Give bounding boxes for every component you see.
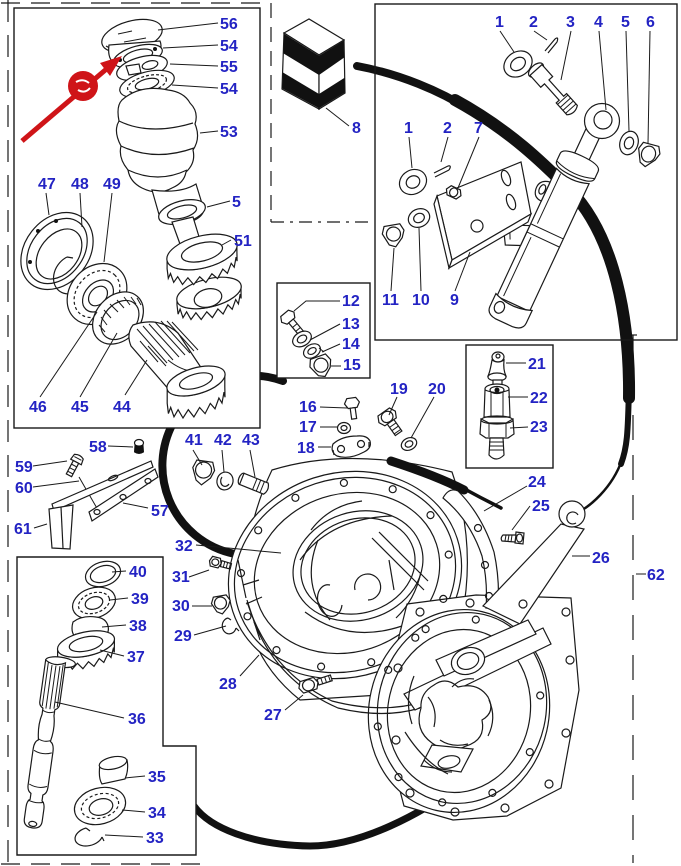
svg-text:1: 1 [495, 14, 504, 31]
svg-text:4: 4 [594, 14, 603, 31]
svg-text:29: 29 [174, 628, 192, 645]
svg-text:7: 7 [474, 120, 483, 137]
svg-text:28: 28 [219, 676, 237, 693]
svg-text:3: 3 [566, 14, 575, 31]
svg-text:41: 41 [185, 432, 203, 449]
svg-text:11: 11 [382, 292, 399, 309]
svg-text:21: 21 [528, 356, 546, 373]
svg-text:23: 23 [530, 419, 548, 436]
svg-text:42: 42 [214, 432, 232, 449]
svg-text:31: 31 [172, 569, 190, 586]
svg-text:27: 27 [264, 707, 282, 724]
svg-text:5: 5 [621, 14, 630, 31]
svg-text:54: 54 [220, 81, 238, 98]
svg-text:49: 49 [103, 176, 121, 193]
svg-text:19: 19 [390, 381, 408, 398]
svg-text:17: 17 [299, 419, 317, 436]
svg-text:12: 12 [342, 293, 360, 310]
svg-text:48: 48 [71, 176, 89, 193]
svg-text:2: 2 [443, 120, 452, 137]
svg-text:37: 37 [127, 649, 145, 666]
svg-text:61: 61 [14, 521, 32, 538]
svg-text:54: 54 [220, 38, 238, 55]
svg-text:6: 6 [646, 14, 655, 31]
svg-text:47: 47 [38, 176, 56, 193]
svg-text:13: 13 [342, 316, 360, 333]
svg-text:36: 36 [128, 711, 146, 728]
svg-text:51: 51 [234, 233, 252, 250]
svg-text:15: 15 [343, 357, 361, 374]
svg-text:59: 59 [15, 459, 33, 476]
svg-text:32: 32 [175, 538, 193, 555]
svg-text:46: 46 [29, 399, 47, 416]
svg-text:25: 25 [532, 498, 550, 515]
svg-text:60: 60 [15, 480, 33, 497]
svg-text:33: 33 [146, 830, 164, 847]
svg-text:45: 45 [71, 399, 89, 416]
svg-text:35: 35 [148, 769, 166, 786]
svg-text:40: 40 [129, 564, 147, 581]
svg-text:57: 57 [151, 503, 169, 520]
svg-text:55: 55 [220, 59, 238, 76]
svg-text:39: 39 [131, 591, 149, 608]
svg-text:8: 8 [352, 120, 361, 137]
svg-text:34: 34 [148, 805, 166, 822]
svg-text:14: 14 [342, 336, 360, 353]
svg-text:2: 2 [529, 14, 538, 31]
svg-text:16: 16 [299, 399, 317, 416]
svg-text:20: 20 [428, 381, 446, 398]
svg-text:1: 1 [404, 120, 413, 137]
svg-text:56: 56 [220, 16, 238, 33]
svg-text:24: 24 [528, 474, 546, 491]
svg-text:30: 30 [172, 598, 190, 615]
svg-text:53: 53 [220, 124, 238, 141]
svg-text:62: 62 [647, 567, 665, 584]
svg-text:38: 38 [129, 618, 147, 635]
svg-text:10: 10 [412, 292, 430, 309]
svg-text:5: 5 [232, 194, 241, 211]
svg-text:58: 58 [89, 439, 107, 456]
svg-text:22: 22 [530, 390, 548, 407]
svg-text:18: 18 [297, 440, 315, 457]
svg-text:44: 44 [113, 399, 131, 416]
svg-text:9: 9 [450, 292, 459, 309]
svg-text:43: 43 [242, 432, 260, 449]
svg-text:26: 26 [592, 550, 610, 567]
